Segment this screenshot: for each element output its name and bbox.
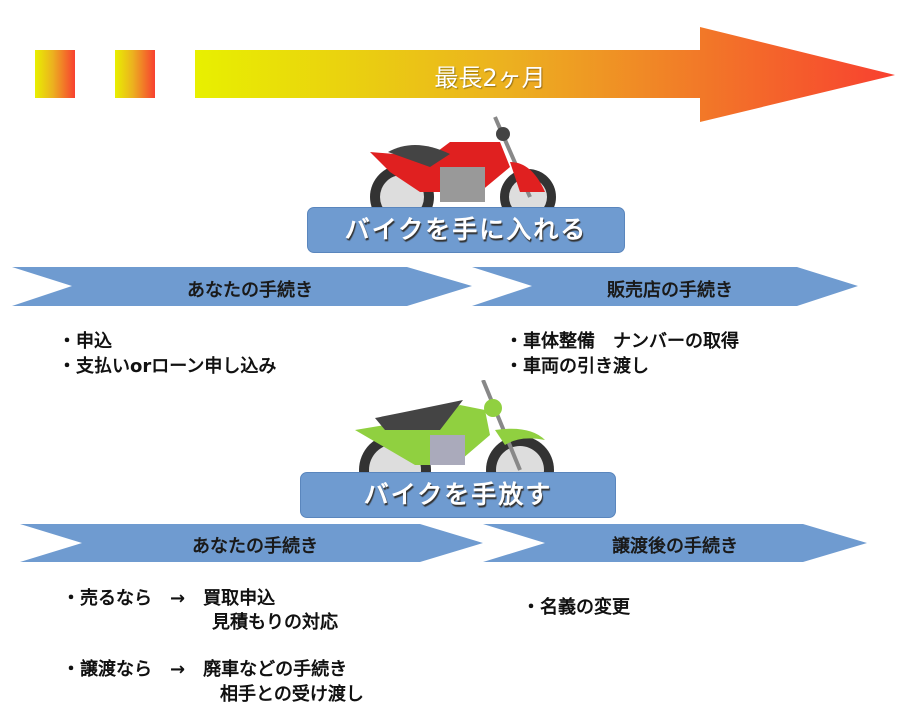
- chevron-acquire-you: [12, 267, 472, 306]
- red-motorcycle-icon: [370, 116, 556, 212]
- stage-acquire-title: バイクを手に入れる: [307, 207, 625, 253]
- phase-label: 譲渡後の手続き: [612, 536, 738, 557]
- list-item: ・名義の変更: [522, 597, 630, 618]
- timeline-arrow-body: [195, 27, 895, 122]
- stage-release-title: バイクを手放す: [300, 472, 616, 518]
- list-item: 見積もりの対応: [212, 612, 338, 633]
- timeline-dash-2: [115, 50, 155, 98]
- chevron-release-after: [483, 524, 867, 562]
- green-motorcycle-icon: [355, 380, 554, 475]
- list-item: 相手との受け渡し: [220, 684, 364, 705]
- timeline-dash-1: [35, 50, 75, 98]
- list-item: ・譲渡なら → 廃車などの手続き: [62, 659, 348, 680]
- list-item: ・支払いorローン申し込み: [58, 356, 277, 377]
- phase-label: 販売店の手続き: [607, 280, 733, 301]
- timeline-arrow: [35, 27, 895, 122]
- chevron-release-you: [20, 524, 483, 562]
- list-item: ・申込: [58, 331, 112, 352]
- list-item: ・車体整備 ナンバーの取得: [505, 331, 739, 352]
- phase-label: あなたの手続き: [192, 536, 318, 557]
- phase-label: あなたの手続き: [187, 280, 313, 301]
- list-item: ・売るなら → 買取申込: [62, 588, 276, 609]
- timeline-label: 最長2ヶ月: [434, 64, 546, 92]
- list-item: ・車両の引き渡し: [505, 356, 649, 377]
- chevron-acquire-dealer: [472, 267, 858, 306]
